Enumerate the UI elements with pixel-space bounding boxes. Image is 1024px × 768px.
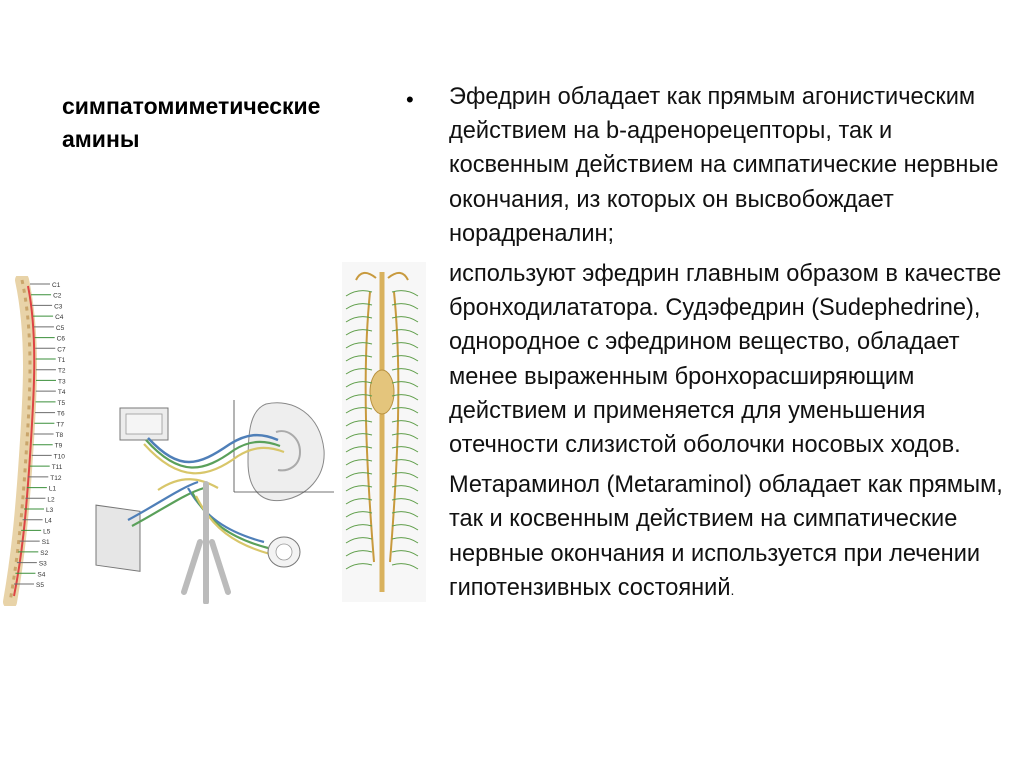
spine-label: T5 [58, 400, 66, 407]
chain-branch [345, 355, 373, 362]
chain-branch [391, 472, 419, 479]
chain-branch [391, 329, 419, 336]
chain-branch [345, 433, 373, 440]
spine-label: T2 [58, 368, 66, 375]
chain-branch [391, 290, 419, 297]
spine-label: S4 [37, 571, 45, 578]
chain-branch [391, 420, 419, 427]
chain-branch [391, 446, 419, 453]
chain-branch [391, 316, 419, 323]
chain-branch [391, 407, 419, 414]
spinal-column-illustration: C1C2C3C4C5C6C7T1T2T3T4T5T6T7T8T9T10T11T1… [3, 276, 66, 606]
text-body: Эфедрин обладает как прямым агонистическ… [449, 80, 1009, 613]
chain-branch [345, 368, 373, 375]
chain-branch [345, 381, 373, 388]
spine-label: T11 [52, 464, 63, 471]
chain-branch [345, 550, 373, 557]
chain-branch [345, 290, 373, 297]
spine-label: T1 [58, 357, 66, 364]
spine-label: S5 [36, 582, 44, 589]
chain-branch [345, 316, 373, 323]
chain-branch [391, 355, 419, 362]
chain-branch [391, 394, 419, 401]
chain-branch [345, 407, 373, 414]
chain-branch [391, 498, 419, 505]
chain-branch [391, 537, 419, 544]
spine-label: T3 [58, 378, 66, 385]
chain-branch [345, 303, 373, 310]
chain-branch [391, 485, 419, 492]
chain-branch [345, 524, 373, 531]
chain-branch [345, 537, 373, 544]
spine-label: T9 [55, 443, 63, 450]
chain-branch [345, 329, 373, 336]
chain-branch [345, 563, 373, 570]
sympathetic-chain-illustration [342, 262, 426, 602]
spine-label: C7 [57, 346, 66, 353]
chain-branch [391, 550, 419, 557]
chain-branch [345, 394, 373, 401]
chain-branch [345, 485, 373, 492]
chain-branch [345, 342, 373, 349]
spine-label: T4 [58, 389, 66, 396]
chain-branch [345, 498, 373, 505]
spine-label: L4 [45, 518, 53, 525]
chain-branch [391, 511, 419, 518]
spine-label: L1 [49, 486, 57, 493]
chain-branch [391, 381, 419, 388]
metaraminol-text: Метараминол (Metaraminol) обладает как п… [449, 472, 1003, 601]
chain-branches [345, 290, 419, 570]
chain-branch [345, 446, 373, 453]
spine-label: C6 [57, 336, 66, 343]
paragraph-ephedrine: Эфедрин обладает как прямым агонистическ… [449, 84, 999, 247]
chain-branch [391, 459, 419, 466]
spine-label: T10 [54, 453, 66, 460]
spine-label: T8 [56, 432, 64, 439]
chain-branch [391, 303, 419, 310]
spine-labels: C1C2C3C4C5C6C7T1T2T3T4T5T6T7T8T9T10T11T1… [14, 282, 66, 589]
chain-branch [391, 563, 419, 570]
nerve-pathway-illustration [95, 400, 334, 604]
chain-branch [345, 459, 373, 466]
bullet-icon: • [406, 87, 414, 112]
paragraph-usage: используют эфедрин главным образом в кач… [449, 261, 1002, 459]
spine-label: T6 [57, 411, 65, 418]
spine-label: S2 [40, 550, 48, 557]
spine-label: T12 [50, 475, 62, 482]
paragraph-metaraminol: Метараминол (Metaraminol) обладает как п… [449, 468, 1009, 607]
spine-label: C2 [53, 293, 62, 300]
spine-label: C1 [52, 282, 61, 289]
spine-label: C5 [56, 325, 65, 332]
chain-branch [391, 433, 419, 440]
spine-label: L3 [46, 507, 54, 514]
chain-branch [345, 420, 373, 427]
spine-label: C3 [54, 303, 63, 310]
spine-label: L2 [47, 496, 55, 503]
spine-label: T7 [56, 421, 64, 428]
chain-branch [391, 368, 419, 375]
final-period: . [730, 581, 735, 598]
chain-branch [345, 511, 373, 518]
chain-branch [391, 342, 419, 349]
slide-title: симпатомиметические амины [62, 93, 321, 152]
spine-label: C4 [55, 314, 64, 321]
chain-branch [391, 524, 419, 531]
spine-label: S3 [39, 561, 47, 568]
chain-branch [345, 472, 373, 479]
spine-label: S1 [42, 539, 50, 546]
spine-label: L5 [43, 528, 51, 535]
